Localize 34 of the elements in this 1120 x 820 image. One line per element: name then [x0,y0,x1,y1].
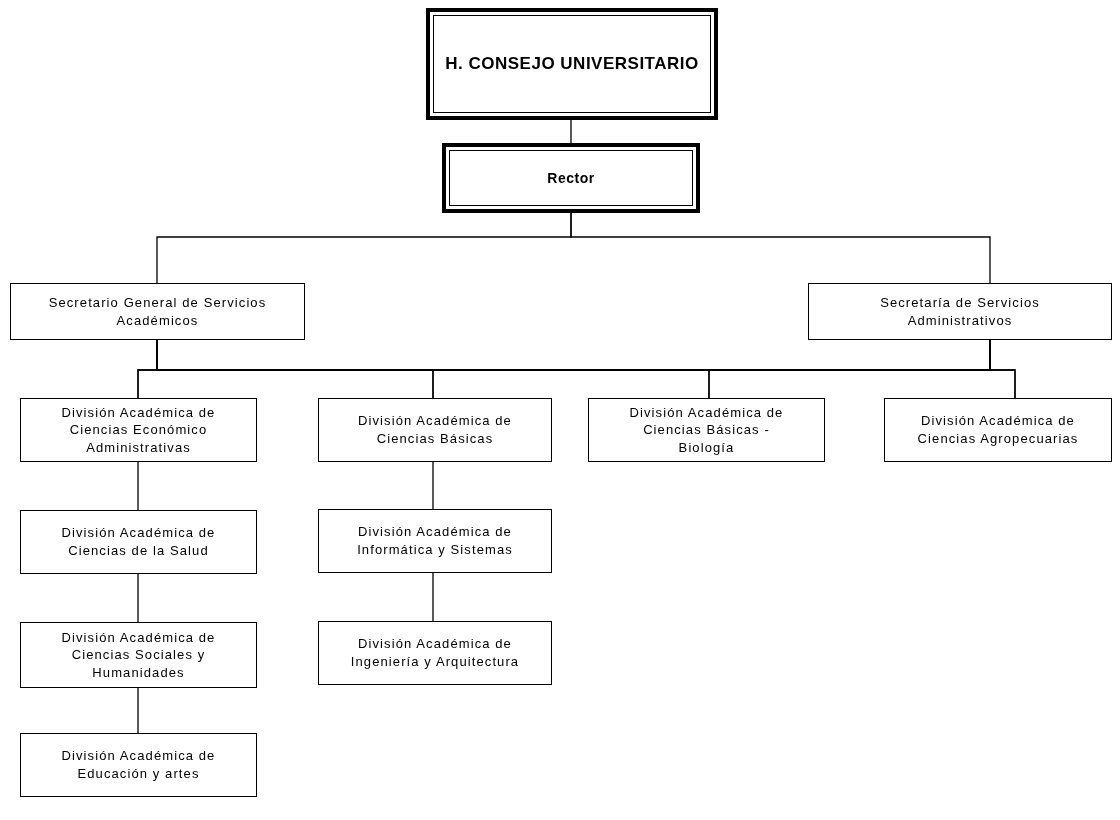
connector-line [137,687,139,734]
unit-name: División Académica de Ciencias Básicas [357,412,513,448]
org-box [318,621,552,685]
unit-name: División Académica de Ingeniería y Arquitectura [349,635,521,671]
org-box [426,8,718,120]
org-box [442,143,700,213]
unit-name: Secretario General de Servicios Académicos [47,293,268,330]
org-box [318,398,552,462]
connector-line [137,461,139,511]
org-box [20,733,257,797]
org-box [318,509,552,573]
unit-name: División Académica de Ciencias de la Salud [60,524,217,560]
unit-name: División Académica de Informática y Sistemas [356,523,514,559]
org-box [20,510,257,574]
org-box [10,283,305,340]
org-box [588,398,825,462]
unit-name: División Académica de Ciencias Sociales y Humanidades [60,628,217,682]
connector-line [570,212,991,284]
unit-name: División Académica de Ciencias Agropecuarias [916,412,1080,448]
unit-name: Rector [547,168,595,188]
connector-line [989,339,1016,399]
unit-name: División Académica de Ciencias Básicas - Biología [628,403,785,457]
org-box [884,398,1112,462]
org-box [20,622,257,688]
unit-name: División Académica de Ciencias Económico Administrativas [60,403,217,457]
unit-name: H. CONSEJO UNIVERSITARIO [445,52,699,75]
connector-line [137,573,139,623]
connector-line [432,461,434,510]
unit-name: División Académica de Educación y artes [60,747,217,783]
unit-name: Secretaría de Servicios Administrativos [879,293,1041,330]
connector-line [432,572,434,622]
connector-line [570,119,572,144]
org-box [20,398,257,462]
org-box [808,283,1112,340]
